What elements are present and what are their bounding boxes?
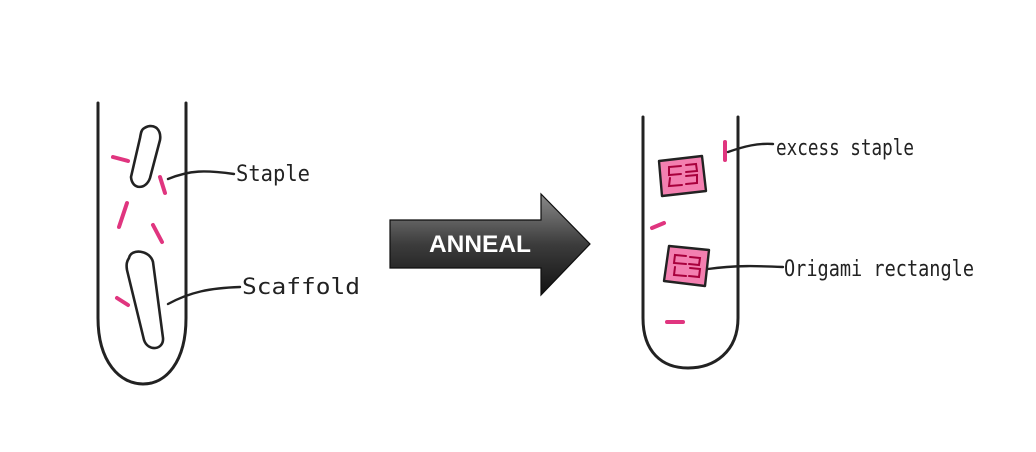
staple-strand	[158, 175, 167, 195]
staple-strand	[117, 201, 129, 229]
origami-rectangle	[662, 244, 711, 288]
origami-fold-pattern	[667, 162, 699, 188]
scaffold-label: Scaffold	[242, 275, 360, 300]
right-excess-staples	[650, 140, 727, 324]
scaffold-loop-small	[129, 124, 162, 189]
staple-strand	[151, 223, 164, 244]
staple-pointer-line	[166, 170, 236, 181]
origami-tile	[662, 244, 711, 288]
excess-staple-label: excess staple	[776, 136, 914, 161]
anneal-arrow-shape	[389, 192, 591, 297]
anneal-label: ANNEAL	[429, 231, 531, 258]
right-tube-outline	[641, 115, 740, 370]
origami-rectangle	[657, 154, 708, 198]
origami-pointer-line	[706, 264, 785, 271]
left-staple-strands	[111, 155, 167, 307]
excess-staple-pointer-line	[726, 142, 775, 154]
origami-fold-pattern	[672, 253, 702, 279]
scaffold-loop-large	[125, 250, 165, 350]
staple-label: Staple	[236, 162, 310, 187]
staple-strand	[115, 296, 130, 307]
staple-strand	[111, 155, 130, 163]
excess-staple-strand	[650, 221, 666, 230]
left-tube-outline	[96, 101, 188, 386]
scaffold-pointer-line	[166, 285, 242, 306]
left-test-tube: Staple Scaffold	[96, 101, 360, 386]
right-test-tube: excess staple Origami rectangle	[641, 115, 974, 370]
anneal-arrow: ANNEAL	[389, 192, 591, 297]
origami-rectangle-label: Origami rectangle	[784, 257, 974, 282]
origami-tile	[657, 154, 708, 198]
